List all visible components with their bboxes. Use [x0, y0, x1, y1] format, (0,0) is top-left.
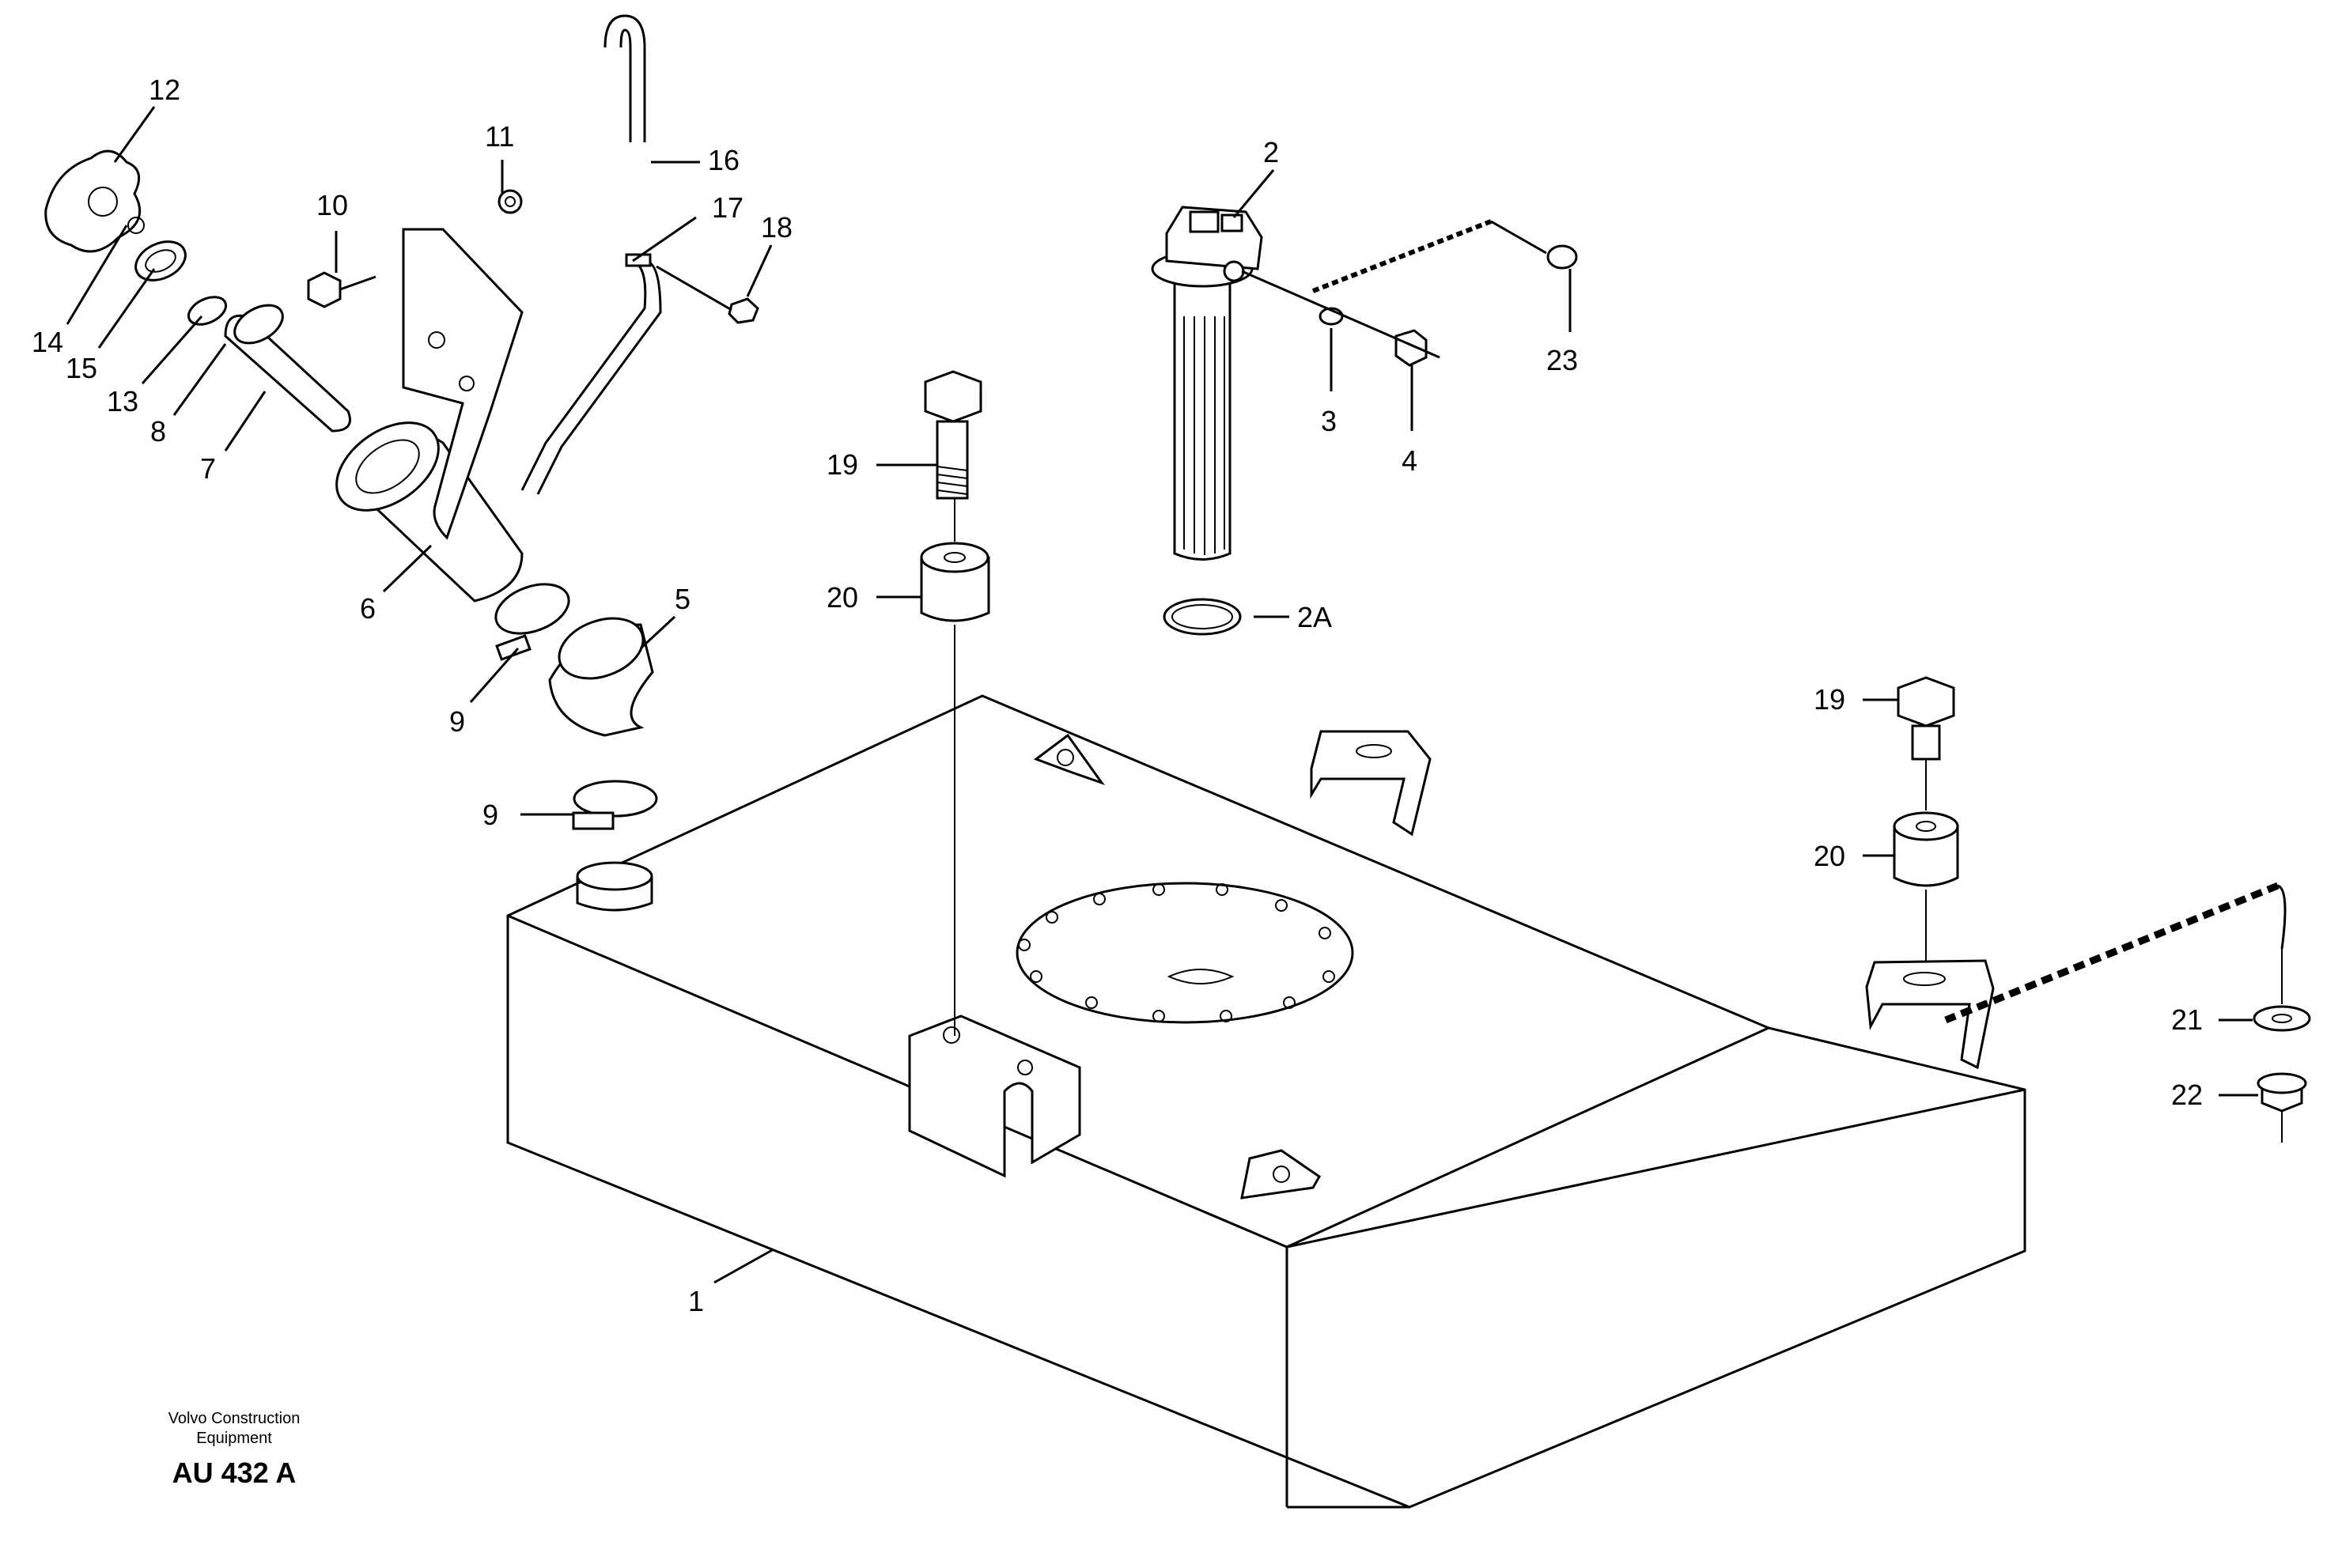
company-name-line2: Equipment	[196, 1430, 272, 1447]
label-7: 7	[200, 452, 216, 485]
fuel-level-sender	[1151, 206, 1578, 636]
label-20-center: 20	[827, 581, 858, 614]
label-2: 2	[1263, 136, 1279, 168]
label-10: 10	[316, 189, 348, 221]
label-12: 12	[149, 74, 180, 106]
mount-bolt-center	[920, 370, 990, 1036]
label-9-upper: 9	[449, 705, 465, 738]
label-19-center: 19	[827, 448, 858, 481]
label-4: 4	[1402, 444, 1417, 477]
label-8: 8	[150, 415, 166, 448]
label-18: 18	[761, 211, 793, 244]
label-1: 1	[688, 1285, 704, 1317]
label-5: 5	[675, 583, 690, 615]
label-14: 14	[32, 326, 63, 358]
label-21: 21	[2171, 1003, 2203, 1036]
label-23: 23	[1546, 344, 1578, 376]
drawing-code: AU 432 A	[172, 1457, 297, 1489]
label-20-right: 20	[1814, 840, 1845, 872]
drawing-footer: Volvo Construction Equipment AU 432 A	[168, 1410, 301, 1489]
label-16: 16	[708, 144, 740, 176]
label-6: 6	[360, 592, 376, 625]
label-15: 15	[66, 352, 97, 384]
leader-lines	[66, 106, 2258, 1284]
label-19-right: 19	[1814, 683, 1845, 716]
label-2a: 2A	[1297, 601, 1332, 633]
mount-bolt-right	[1893, 676, 2311, 1143]
label-22: 22	[2171, 1079, 2203, 1111]
callout-labels: 12 11 10 16 17 18 14 15 13 8 7 6 9 5 9 1…	[32, 74, 2203, 1317]
fuel-tank	[506, 694, 2026, 1509]
filler-assembly	[44, 14, 759, 830]
company-name-line1: Volvo Construction	[168, 1410, 301, 1427]
label-3: 3	[1321, 405, 1337, 437]
label-13: 13	[107, 385, 138, 418]
label-9-lower: 9	[482, 799, 498, 831]
label-17: 17	[712, 191, 743, 224]
label-11: 11	[485, 120, 514, 153]
